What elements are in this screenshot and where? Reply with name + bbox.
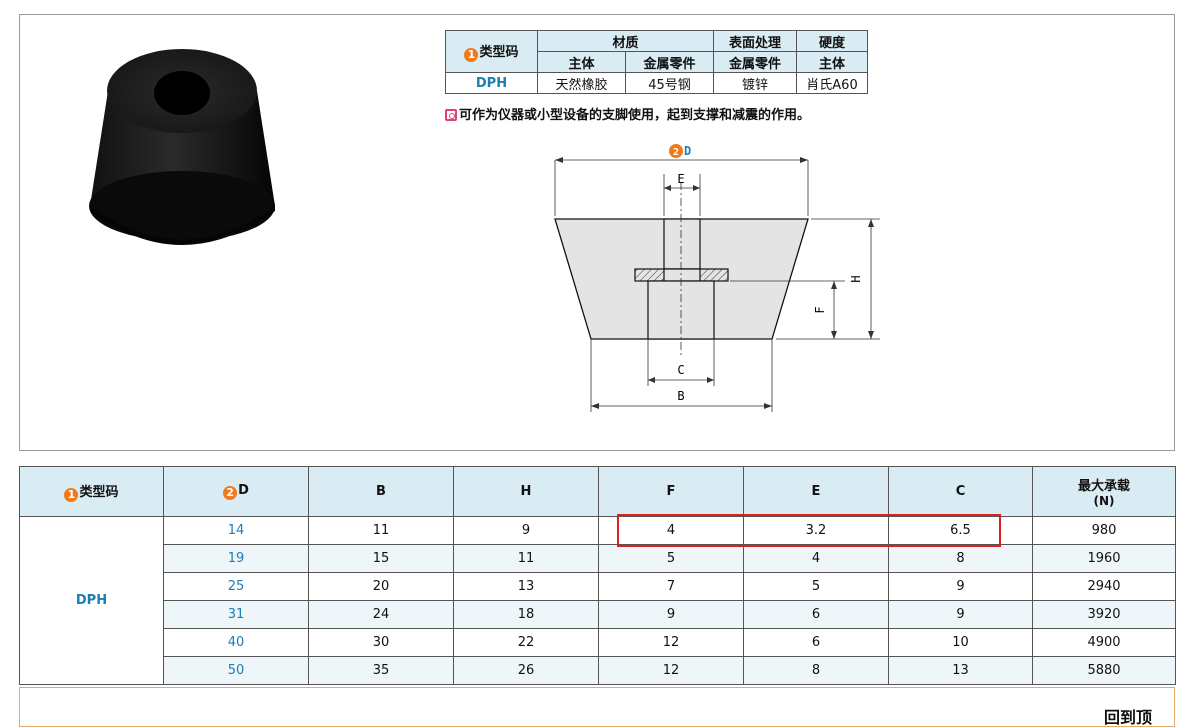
- cell-b: 30: [308, 628, 454, 657]
- cell-load: 3920: [1032, 600, 1176, 629]
- d-num-label: 2: [673, 147, 679, 158]
- cell-d: 14: [163, 516, 309, 545]
- table-row: 50 35 26 12 8 13 5880: [20, 656, 1176, 685]
- cell-c: 8: [888, 544, 1033, 573]
- table-row: 19 15 11 5 4 8 1960: [20, 544, 1176, 573]
- cell-e: 8: [743, 656, 889, 685]
- footer-box: 回到顶: [19, 687, 1175, 727]
- cell-h: 11: [453, 544, 599, 573]
- cell-b: 20: [308, 572, 454, 601]
- e-label: E: [677, 172, 684, 186]
- cell-e: 5: [743, 572, 889, 601]
- header-f: F: [598, 466, 744, 517]
- table-row: 40 30 22 12 6 10 4900: [20, 628, 1176, 657]
- cell-h: 18: [453, 600, 599, 629]
- dimension-drawing: 2 D E H F C B: [554, 144, 880, 412]
- cell-c: 6.5: [888, 516, 1033, 545]
- c-label: C: [677, 363, 684, 377]
- cell-h: 22: [453, 628, 599, 657]
- back-to-top-link[interactable]: 回到顶: [1103, 708, 1152, 727]
- spec-body-header: 主体: [537, 51, 626, 73]
- cell-d: 19: [163, 544, 309, 573]
- number-1-icon: 1: [64, 488, 79, 502]
- cell-c: 9: [888, 572, 1033, 601]
- usage-note: 可作为仪器或小型设备的支脚使用，起到支撑和减震的作用。: [445, 104, 810, 123]
- spec-metal-header: 金属零件: [625, 51, 714, 73]
- number-1-icon: 1: [464, 48, 479, 62]
- cell-e: 6: [743, 600, 889, 629]
- cell-c: 9: [888, 600, 1033, 629]
- cell-e: 4: [743, 544, 889, 573]
- cell-b: 11: [308, 516, 454, 545]
- cell-f: 12: [598, 656, 744, 685]
- cell-load: 5880: [1032, 656, 1176, 685]
- spec-hardness-value: 肖氏A60: [796, 72, 868, 94]
- spec-code: DPH: [445, 72, 538, 94]
- note-marker-icon: [445, 109, 457, 121]
- cell-c: 10: [888, 628, 1033, 657]
- cell-c: 13: [888, 656, 1033, 685]
- number-2-icon: 2: [223, 486, 238, 500]
- spec-surface-value: 镀锌: [713, 72, 797, 94]
- cell-load: 4900: [1032, 628, 1176, 657]
- cell-d: 31: [163, 600, 309, 629]
- spec-body2-header: 主体: [796, 51, 868, 73]
- cell-f: 12: [598, 628, 744, 657]
- highlight-box: [617, 514, 1001, 547]
- cell-b: 15: [308, 544, 454, 573]
- table-row: 25 20 13 7 5 9 2940: [20, 572, 1176, 601]
- cell-load: 980: [1032, 516, 1176, 545]
- spec-body-material: 天然橡胶: [537, 72, 626, 94]
- cell-d: 25: [163, 572, 309, 601]
- b-label: B: [677, 389, 684, 403]
- number-2-icon: [669, 144, 683, 158]
- f-label: F: [813, 306, 827, 313]
- header-max-load: 最大承载(N): [1032, 466, 1176, 517]
- header-e: E: [743, 466, 889, 517]
- cell-h: 26: [453, 656, 599, 685]
- spec-metal2-header: 金属零件: [713, 51, 797, 73]
- cell-h: 9: [453, 516, 599, 545]
- h-label: H: [849, 275, 863, 282]
- cell-d: 50: [163, 656, 309, 685]
- cell-b: 24: [308, 600, 454, 629]
- spec-hardness-header: 硬度: [796, 30, 868, 52]
- rubber-foot-photo: [89, 49, 275, 245]
- header-c: C: [888, 466, 1033, 517]
- cell-h: 13: [453, 572, 599, 601]
- header-b: B: [308, 466, 454, 517]
- cell-f: 5: [598, 544, 744, 573]
- cell-e: 6: [743, 628, 889, 657]
- header-h: H: [453, 466, 599, 517]
- cell-d: 40: [163, 628, 309, 657]
- table-row: DPH 14 11 9 4 3.2 6.5 980: [19, 516, 1176, 685]
- spec-metal-material: 45号钢: [625, 72, 714, 94]
- table-row: 31 24 18 9 6 9 3920: [20, 600, 1176, 629]
- spec-material-header: 材质: [537, 30, 714, 52]
- cell-f: 7: [598, 572, 744, 601]
- spec-surface-header: 表面处理: [713, 30, 797, 52]
- cell-load: 2940: [1032, 572, 1176, 601]
- cell-f: 9: [598, 600, 744, 629]
- type-code-cell: DPH: [19, 516, 164, 685]
- cell-e: 3.2: [743, 516, 889, 545]
- d-label: D: [684, 144, 691, 158]
- cell-load: 1960: [1032, 544, 1176, 573]
- cell-b: 35: [308, 656, 454, 685]
